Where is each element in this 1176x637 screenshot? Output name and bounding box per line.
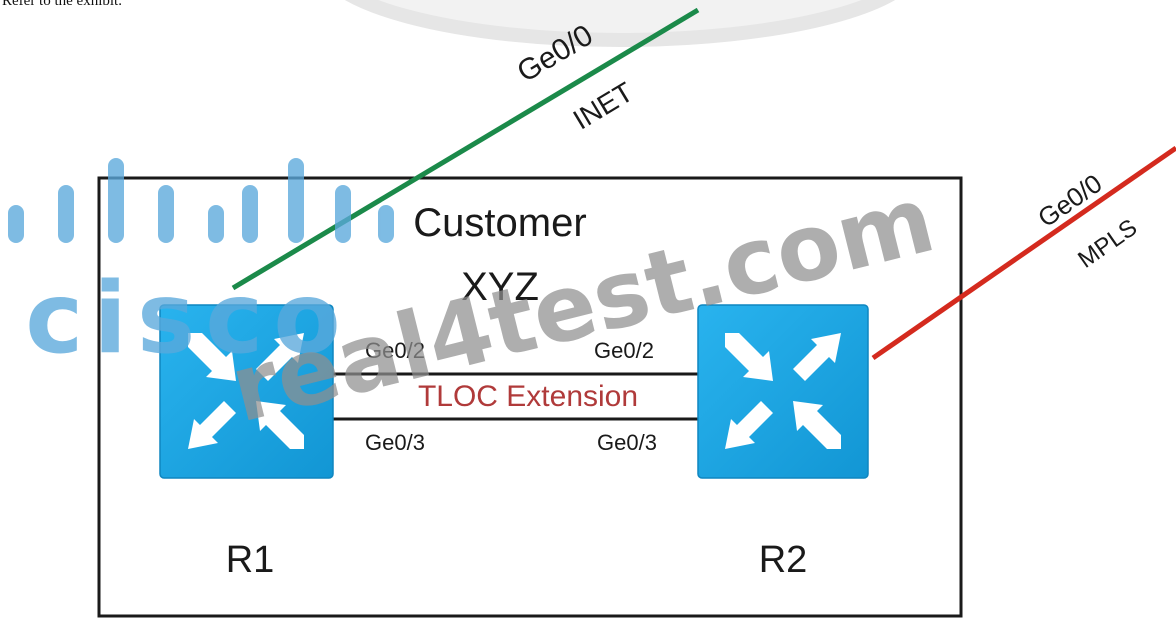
router-r2 <box>697 304 869 479</box>
exhibit-caption: Refer to the exhibit. <box>2 0 122 9</box>
router-r2-label: R2 <box>759 539 808 581</box>
r2-ge02-label: Ge0/2 <box>594 338 654 363</box>
r1-ge03-label: Ge0/3 <box>365 430 425 455</box>
r2-ge03-label: Ge0/3 <box>597 430 657 455</box>
cloud-shape <box>344 0 896 47</box>
inet-transport-label: INET <box>568 76 639 135</box>
mpls-link <box>871 145 1176 361</box>
router-r1 <box>159 304 334 479</box>
mpls-transport-label: MPLS <box>1073 214 1142 274</box>
tloc-extension-label: TLOC Extension <box>418 380 638 413</box>
cisco-wordmark: cisco <box>25 262 350 376</box>
customer-site-box <box>97 176 963 618</box>
cisco-logo-watermark: cisco <box>8 158 394 376</box>
site-label-line2: XYZ <box>461 265 539 309</box>
r1-ge02-label: Ge0/2 <box>365 338 425 363</box>
inet-link <box>231 7 700 291</box>
site-label-line1: Customer <box>413 201 586 245</box>
router-r1-label: R1 <box>226 539 275 581</box>
